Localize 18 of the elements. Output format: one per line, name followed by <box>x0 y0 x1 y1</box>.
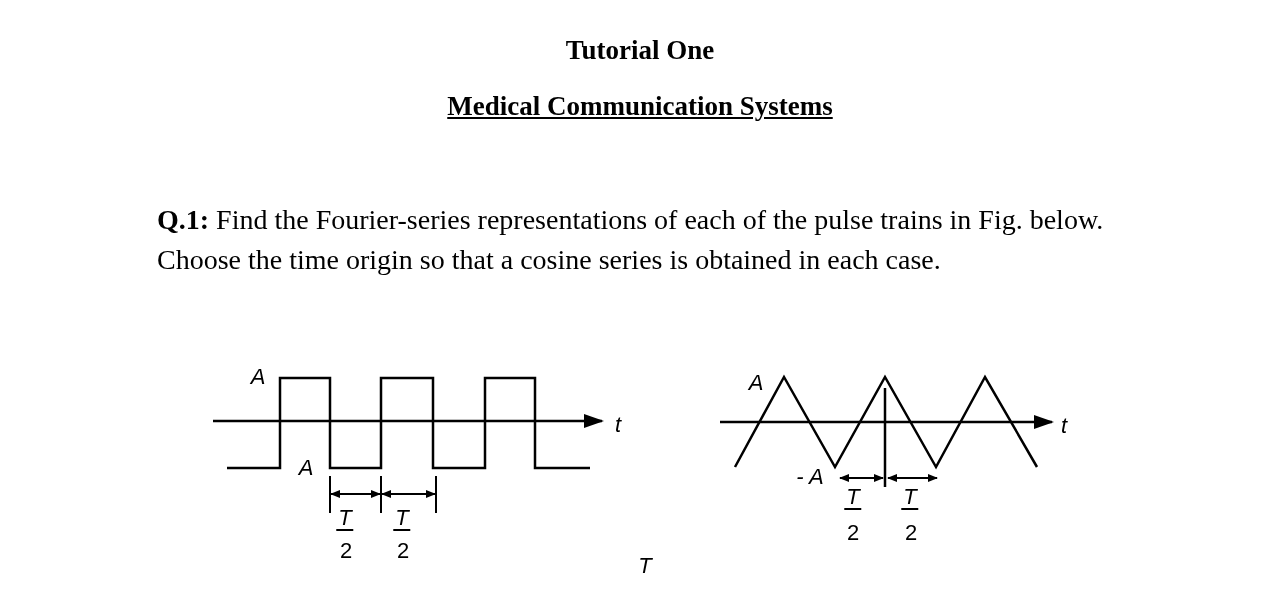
fraction-numerator: T <box>336 507 354 531</box>
axis-label: t <box>1060 415 1068 437</box>
axis-label: A <box>250 366 266 388</box>
fraction-numerator: T <box>844 486 862 510</box>
fraction-denominator: 2 <box>396 540 410 562</box>
subtitle: Medical Communication Systems <box>447 90 833 123</box>
fraction-numerator: T <box>393 507 411 531</box>
fraction-denominator: 2 <box>904 522 918 544</box>
axis-label: t <box>614 414 622 436</box>
question-text: Q.1: Find the Fourier-series representations of each of the pulse trains in Fig. below. Choose the time origin so that a cosine series is obtained in each case. <box>157 203 1105 277</box>
fraction-denominator: 2 <box>339 540 353 562</box>
axis-label: A <box>298 457 314 479</box>
title: Tutorial One <box>564 34 716 67</box>
fraction-numerator: T <box>901 486 919 510</box>
axis-label: T <box>638 555 652 577</box>
axis-label: - A <box>796 466 824 488</box>
fraction-denominator: 2 <box>846 522 860 544</box>
axis-label: A <box>748 372 764 394</box>
